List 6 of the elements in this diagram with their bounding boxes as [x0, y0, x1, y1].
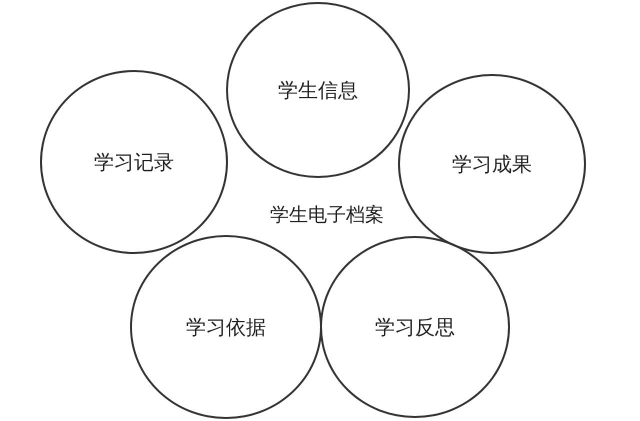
- topic-circle: 学习成果: [398, 74, 586, 254]
- center-title: 学生电子档案: [270, 203, 384, 228]
- topic-circle: 学习记录: [40, 70, 228, 254]
- topic-circle: 学习依据: [130, 235, 322, 419]
- topic-circle: 学生信息: [226, 2, 410, 178]
- topic-circle: 学习反思: [320, 236, 510, 418]
